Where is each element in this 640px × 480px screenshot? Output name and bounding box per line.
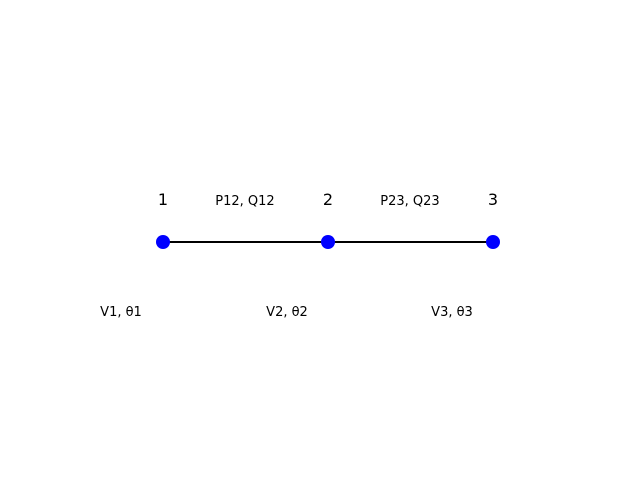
bus-1-node — [156, 235, 170, 249]
bus-state-labels: V1, θ1 V2, θ2 V3, θ3 — [100, 305, 473, 320]
bus-1-label: 1 — [158, 190, 168, 209]
bus-3-state-label: V3, θ3 — [431, 305, 473, 320]
bus-2-label: 2 — [323, 190, 333, 209]
bus-1-state-label: V1, θ1 — [100, 305, 142, 320]
line-flow-labels: P12, Q12 P23, Q23 — [215, 194, 439, 209]
bus-3-node — [486, 235, 500, 249]
bus-number-labels: 1 2 3 — [158, 190, 498, 209]
buses — [156, 235, 500, 249]
bus-2-node — [321, 235, 335, 249]
line-1-2-flow-label: P12, Q12 — [215, 194, 274, 209]
bus-2-state-label: V2, θ2 — [266, 305, 308, 320]
bus-3-label: 3 — [488, 190, 498, 209]
line-2-3-flow-label: P23, Q23 — [380, 194, 439, 209]
